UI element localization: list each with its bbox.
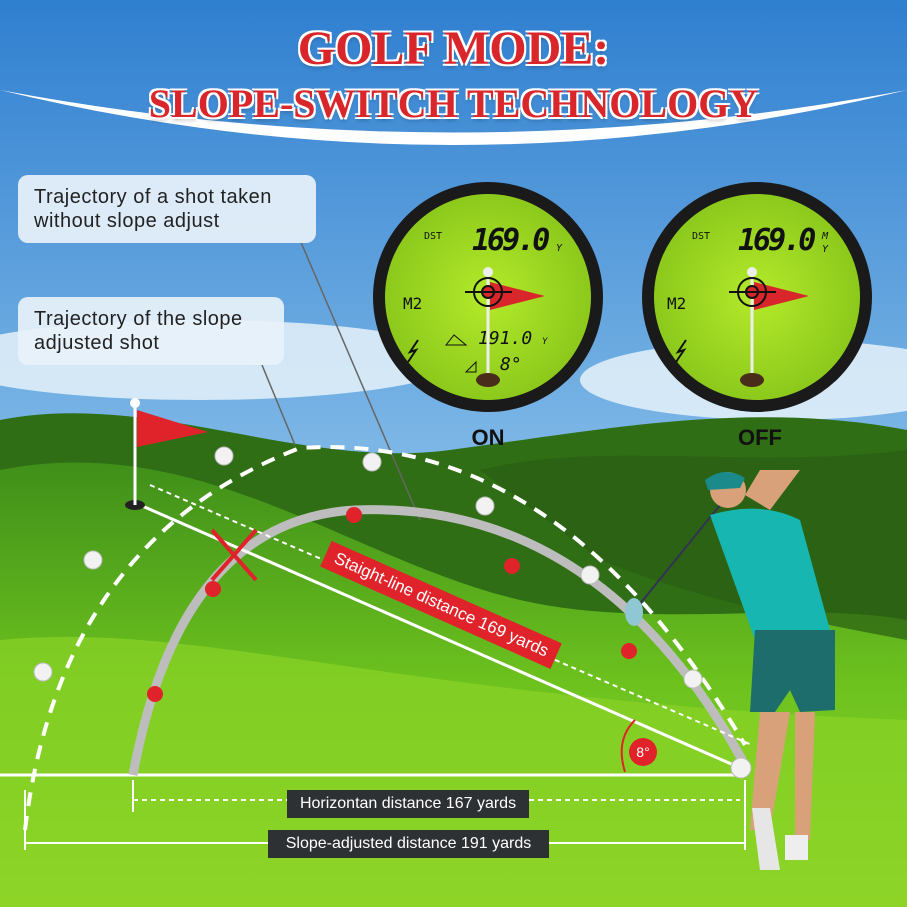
angle-badge [629, 738, 657, 766]
title-line-2: SLOPE-SWITCH TECHNOLOGY [148, 81, 759, 126]
scope-off-unit: Y [822, 244, 829, 255]
angle-arc [620, 719, 636, 773]
scope-off [642, 182, 872, 412]
scope-on-slope-unit: Y [542, 337, 548, 347]
slope-adjusted-distance-label: Slope-adjusted distance 191 yards [268, 830, 549, 858]
scope-off-mode: M2 [667, 294, 687, 313]
trajectory-without-slope [23, 445, 747, 831]
scope-off-unit-alt: M [822, 231, 829, 242]
callout-pointer [299, 239, 421, 521]
scope-on-slope-distance: 191.0 [478, 328, 533, 349]
slope-icon [444, 334, 468, 346]
scope-on-distance: 169.0 [472, 223, 550, 258]
golfer [625, 470, 835, 870]
callout-pointer [261, 364, 296, 446]
scope-on [373, 182, 603, 412]
scope-off-mode-tag: DST [692, 231, 711, 242]
scope-on-mode-tag: DST [424, 231, 443, 242]
scope-on-mode: M2 [403, 294, 423, 313]
horizontal-distance-label: Horizontan distance 167 yards [287, 790, 529, 818]
flag-icon [125, 398, 208, 510]
title-arc [0, 90, 907, 145]
angle-icon [464, 360, 477, 373]
scope-on-unit: Y [556, 243, 563, 254]
miss-x-icon [210, 528, 258, 582]
scope-on-angle: 8° [500, 354, 522, 375]
ball-points [33, 446, 752, 779]
callout-with-slope: Trajectory of the slope adjusted shot [18, 297, 284, 365]
angle-label: 8° [636, 744, 650, 760]
scope-on-label: ON [471, 425, 505, 450]
scope-off-label: OFF [738, 425, 782, 450]
slope-trajectory-points [147, 507, 637, 702]
callout-without-slope: Trajectory of a shot taken without slope… [18, 175, 316, 243]
laser-icon [675, 339, 687, 363]
laser-icon [407, 339, 419, 363]
scope-off-distance: 169.0 [738, 223, 816, 258]
title-line-1: GOLF MODE: [297, 22, 610, 75]
